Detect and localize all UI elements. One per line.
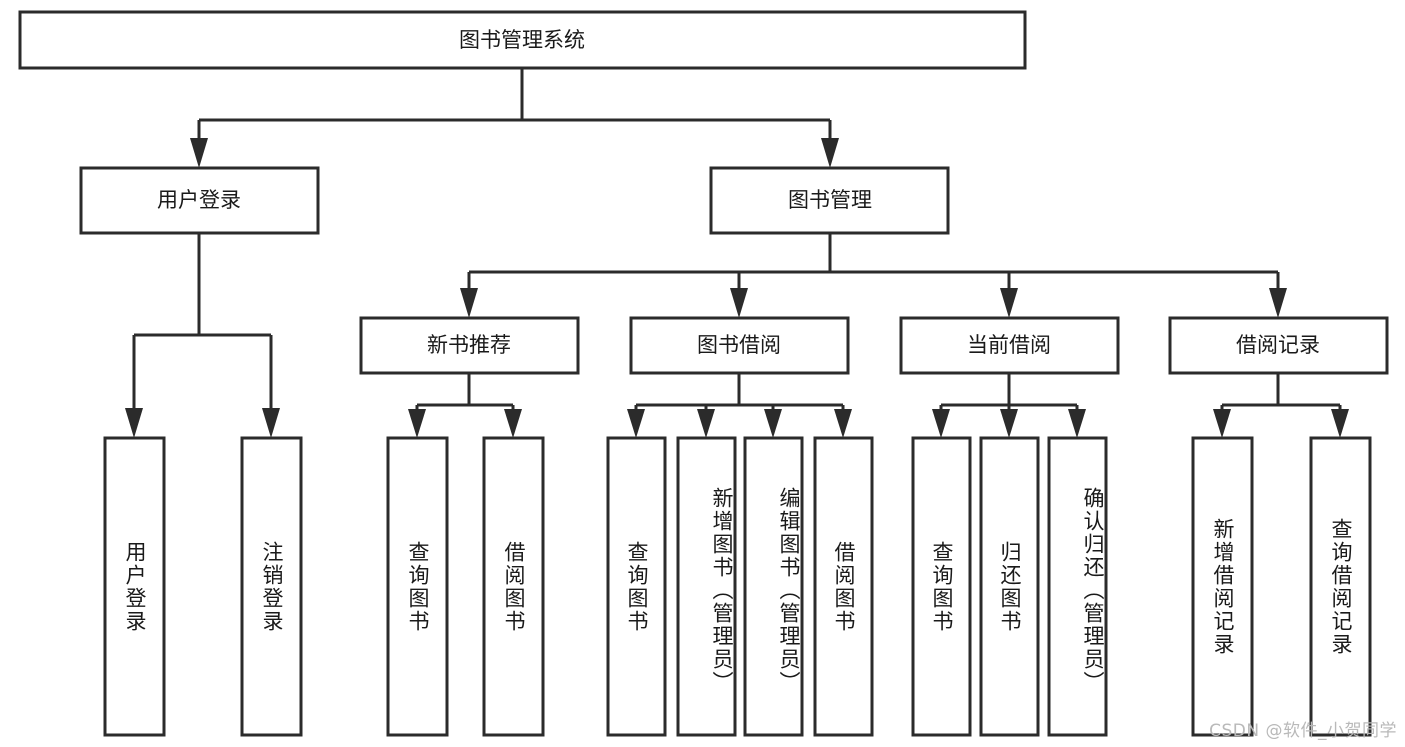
csdn-watermark: CSDN @软件_小贺同学 bbox=[1209, 721, 1397, 741]
node-label-user-login: 用户登录 bbox=[157, 188, 241, 212]
node-box-book-borrow[interactable] bbox=[629, 316, 850, 375]
arrow-icon-current-borrow-leaf-1 bbox=[932, 409, 950, 438]
connector-group-current-borrow bbox=[932, 373, 1086, 438]
arrow-icon-current-borrow-leaf-3 bbox=[1068, 409, 1086, 438]
arrow-icon-root-to-book-manage bbox=[821, 138, 839, 168]
connector-group-root bbox=[190, 68, 839, 168]
node-box-leaf-borrow-record-2[interactable] bbox=[1309, 436, 1372, 737]
arrow-icon-book-manage-to-book-borrow bbox=[730, 288, 748, 318]
arrow-icon-book-manage-to-current-borrow bbox=[1000, 288, 1018, 318]
arrow-icon-new-book-leaf-2 bbox=[504, 409, 522, 438]
node-label-borrow-record: 借阅记录 bbox=[1236, 333, 1320, 357]
arrow-icon-borrow-record-leaf-2 bbox=[1331, 409, 1349, 438]
node-box-leaf-current-borrow-3[interactable] bbox=[1047, 436, 1108, 737]
node-box-borrow-record[interactable] bbox=[1168, 316, 1389, 375]
arrow-icon-book-manage-to-borrow-record bbox=[1269, 288, 1287, 318]
node-box-leaf-user-login-1[interactable] bbox=[103, 436, 166, 737]
arrow-icon-book-borrow-leaf-2 bbox=[697, 409, 715, 438]
connector-group-borrow-record bbox=[1213, 373, 1349, 438]
arrow-icon-book-borrow-leaf-4 bbox=[834, 409, 852, 438]
node-box-leaf-book-borrow-2[interactable] bbox=[676, 436, 737, 737]
node-box-leaf-book-borrow-3[interactable] bbox=[743, 436, 804, 737]
node-box-new-book-recommend[interactable] bbox=[359, 316, 580, 375]
arrow-icon-borrow-record-leaf-1 bbox=[1213, 409, 1231, 438]
arrow-icon-book-borrow-leaf-3 bbox=[764, 409, 782, 438]
node-box-leaf-user-login-2[interactable] bbox=[240, 436, 303, 737]
node-label-current-borrow: 当前借阅 bbox=[967, 333, 1051, 357]
node-box-leaf-book-borrow-1[interactable] bbox=[606, 436, 667, 737]
connector-group-new-book-recommend bbox=[408, 373, 522, 438]
arrow-icon-current-borrow-leaf-2 bbox=[1000, 409, 1018, 438]
arrow-icon-book-borrow-leaf-1 bbox=[627, 409, 645, 438]
arrow-icon-new-book-leaf-1 bbox=[408, 409, 426, 438]
node-box-leaf-borrow-record-1[interactable] bbox=[1191, 436, 1254, 737]
node-box-leaf-new-book-2[interactable] bbox=[482, 436, 545, 737]
connector-group-user-login bbox=[125, 233, 280, 438]
node-box-root[interactable] bbox=[18, 10, 1027, 70]
arrow-icon-user-login-leaf-1 bbox=[125, 408, 143, 438]
node-box-user-login[interactable] bbox=[79, 166, 320, 235]
node-label-root: 图书管理系统 bbox=[459, 28, 585, 52]
node-box-current-borrow[interactable] bbox=[899, 316, 1120, 375]
node-box-leaf-book-borrow-4[interactable] bbox=[813, 436, 874, 737]
connector-group-book-borrow bbox=[627, 373, 852, 438]
connector-group-book-manage bbox=[460, 233, 1287, 318]
arrow-icon-book-manage-to-new-book bbox=[460, 288, 478, 318]
node-box-leaf-current-borrow-1[interactable] bbox=[911, 436, 972, 737]
node-label-book-manage: 图书管理 bbox=[788, 188, 872, 212]
node-box-leaf-new-book-1[interactable] bbox=[386, 436, 449, 737]
node-box-leaf-current-borrow-2[interactable] bbox=[979, 436, 1040, 737]
node-label-book-borrow: 图书借阅 bbox=[697, 333, 781, 357]
node-box-book-manage[interactable] bbox=[709, 166, 950, 235]
arrow-icon-user-login-leaf-2 bbox=[262, 408, 280, 438]
arrow-icon-root-to-user-login bbox=[190, 138, 208, 168]
node-label-new-book-recommend: 新书推荐 bbox=[427, 333, 511, 357]
